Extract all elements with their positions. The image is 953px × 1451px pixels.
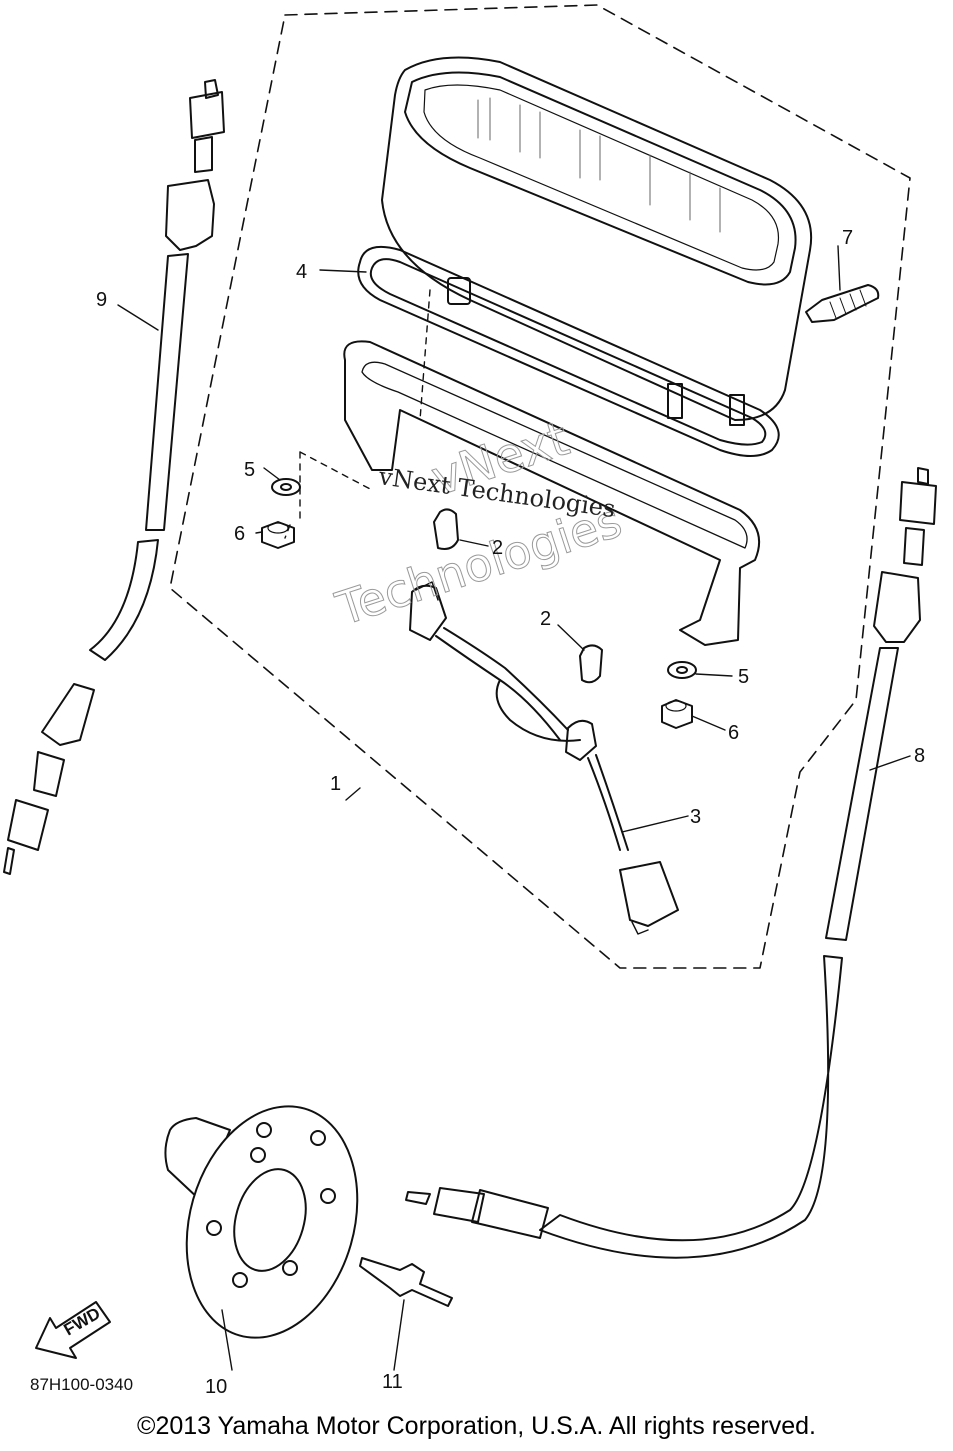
diagram-code: 87H100-0340 bbox=[30, 1375, 133, 1394]
copyright-notice: ©2013 Yamaha Motor Corporation, U.S.A. A… bbox=[137, 1412, 816, 1440]
meter-cable-right bbox=[405, 467, 937, 1259]
gasket bbox=[357, 246, 780, 457]
drive-shaft bbox=[359, 1257, 453, 1307]
callout-5-right: 5 bbox=[738, 666, 749, 688]
washer-left bbox=[271, 478, 301, 496]
meter-housing bbox=[381, 56, 880, 426]
nut-right bbox=[661, 699, 693, 729]
speedometer-gear-unit bbox=[164, 1105, 359, 1339]
callout-10: 10 bbox=[205, 1376, 227, 1398]
callout-2-lower: 2 bbox=[540, 608, 551, 630]
callout-4: 4 bbox=[296, 261, 307, 283]
nut-left bbox=[261, 521, 295, 549]
callout-8: 8 bbox=[914, 745, 925, 767]
assembly-boundary bbox=[169, 4, 911, 969]
washer-right bbox=[667, 661, 697, 679]
forward-arrow-icon bbox=[35, 1301, 111, 1359]
callout-6-left: 6 bbox=[234, 523, 245, 545]
callout-1: 1 bbox=[330, 773, 341, 795]
bulb-lower bbox=[579, 644, 603, 684]
parts-diagram: vNext Technologies vNext Technologies 1 … bbox=[3, 4, 937, 1398]
wire-harness bbox=[409, 581, 679, 935]
callout-11: 11 bbox=[382, 1371, 403, 1393]
meter-bracket bbox=[343, 340, 760, 646]
bulb-upper bbox=[433, 508, 459, 550]
callout-6-right: 6 bbox=[728, 722, 739, 744]
callout-5-left: 5 bbox=[244, 459, 255, 481]
callout-9: 9 bbox=[96, 289, 107, 311]
callout-7: 7 bbox=[842, 227, 853, 249]
callout-2-upper: 2 bbox=[492, 537, 503, 559]
callout-3: 3 bbox=[690, 806, 701, 828]
watermark: vNext Technologies vNext Technologies bbox=[329, 410, 629, 637]
meter-cable-left bbox=[3, 79, 225, 875]
